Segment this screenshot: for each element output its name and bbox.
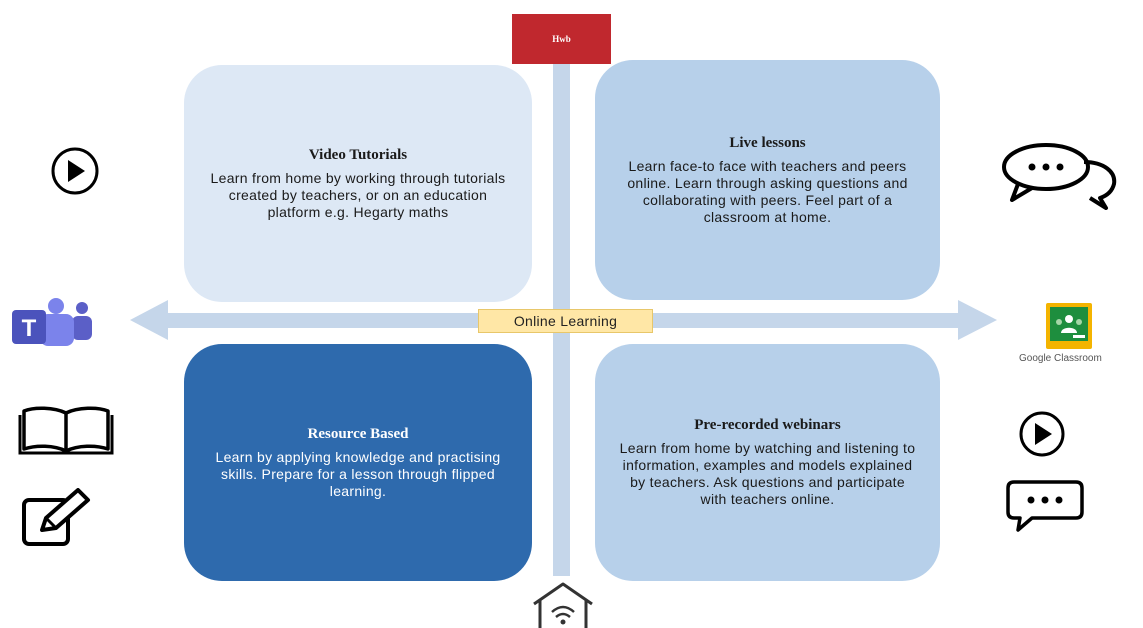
google-classroom-label: Google Classroom	[1019, 353, 1102, 364]
quadrant-live-lessons: Live lessons Learn face-to face with tea…	[595, 60, 940, 300]
quadrant-resource-based: Resource Based Learn by applying knowled…	[184, 344, 532, 581]
quadrant-video-tutorials: Video Tutorials Learn from home by worki…	[184, 65, 532, 302]
left-arrowhead	[130, 300, 168, 340]
hwb-logo: Hwb	[512, 14, 611, 64]
play-icon	[1019, 411, 1065, 457]
quadrant-pre-recorded-webinars: Pre-recorded webinars Learn from home by…	[595, 344, 940, 581]
center-label: Online Learning	[478, 309, 653, 333]
svg-text:T: T	[22, 315, 37, 342]
quadrant-title: Resource Based	[307, 425, 409, 442]
google-classroom-icon	[1046, 303, 1092, 349]
open-book-icon	[18, 406, 114, 455]
message-dots-icon	[1006, 480, 1084, 532]
microsoft-teams-icon: T	[12, 298, 92, 346]
edit-pencil-icon	[22, 488, 90, 546]
right-arrowhead	[958, 300, 997, 340]
quadrant-title: Video Tutorials	[308, 146, 408, 163]
quadrant-body: Learn face-to face with teachers and pee…	[627, 157, 908, 225]
quadrant-body: Learn from home by watching and listenin…	[619, 440, 916, 507]
play-icon	[51, 147, 99, 195]
quadrant-title: Pre-recorded webinars	[694, 417, 841, 433]
quadrant-body: Learn from home by working through tutor…	[210, 169, 506, 220]
chat-bubbles-icon	[1002, 143, 1117, 210]
google-classroom-logo	[1046, 303, 1092, 349]
quadrant-body: Learn by applying knowledge and practisi…	[215, 448, 501, 499]
smart-home-icon	[533, 582, 593, 628]
quadrant-title: Live lessons	[729, 134, 806, 151]
